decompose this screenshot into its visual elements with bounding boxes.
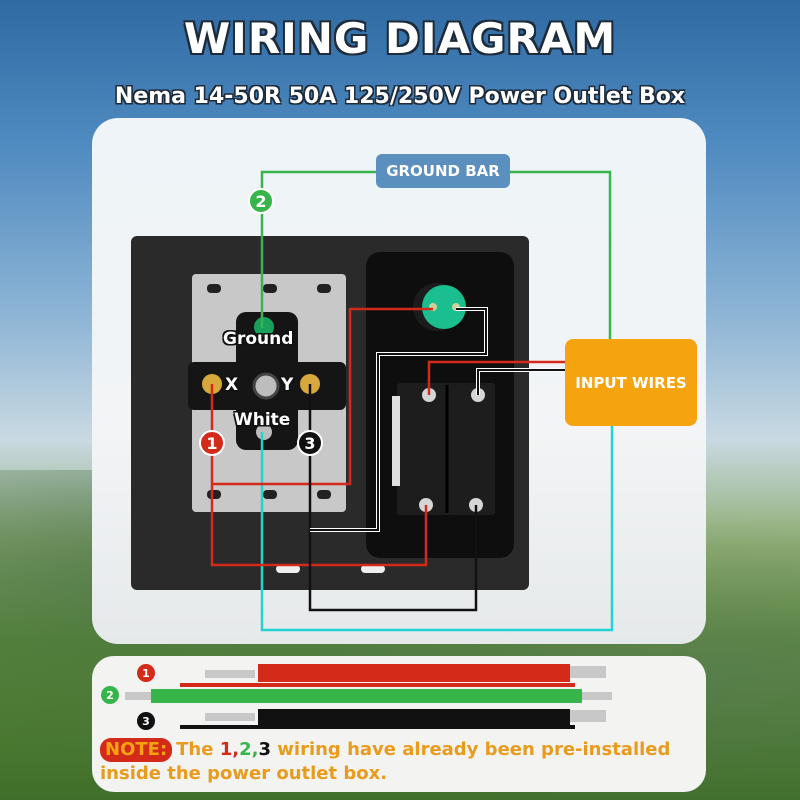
mount-slot: [207, 490, 221, 499]
ground-wire: [260, 170, 376, 328]
wire-2-stripped-right: [582, 692, 612, 700]
box-slot: [361, 565, 385, 573]
breaker-label: [392, 396, 400, 486]
mount-slot: [207, 284, 221, 293]
badge-2: 2: [248, 188, 274, 214]
note-n3: 3: [258, 739, 271, 760]
ground-screw: [254, 317, 274, 337]
wire-1-red: [210, 384, 428, 567]
wire-3-black: [308, 384, 478, 612]
wire-2-stripped-left: [125, 692, 151, 700]
white-screw: [256, 424, 272, 440]
center-hole: [252, 372, 280, 400]
wire-red-loop: [212, 307, 433, 486]
mount-slot: [317, 490, 331, 499]
note-tag: NOTE:: [100, 738, 173, 762]
x-terminal-label: X: [225, 375, 239, 395]
input-red: [427, 360, 565, 395]
box-slot: [276, 565, 300, 573]
wire-badge-3: 3: [137, 712, 155, 730]
mount-slot: [317, 284, 331, 293]
badge-3: 3: [297, 430, 323, 456]
ground-terminal-label: Ground: [223, 329, 294, 349]
note-n1: 1: [219, 739, 233, 760]
white-terminal-label: White: [234, 410, 291, 430]
wire-badge-1: 1: [137, 664, 155, 682]
indicator-return: [310, 308, 487, 531]
indicator-light: [422, 285, 466, 329]
wire-1-stripped-left: [205, 670, 255, 678]
note-prefix: The: [176, 739, 220, 760]
page-title: WIRING DIAGRAM: [183, 14, 617, 63]
note-suffix: wiring have already been pre-installed i…: [100, 739, 671, 784]
wire-3-stripped-right: [570, 710, 606, 722]
mount-slot: [263, 490, 277, 499]
wire-3-lead: [180, 725, 575, 729]
wire-1-sheath: [258, 664, 570, 682]
wire-2-sheath: [151, 689, 582, 703]
input-wires-label: INPUT WIRES: [565, 339, 697, 426]
input-black: [477, 369, 565, 395]
wire-1-lead: [180, 683, 575, 687]
ground-bar-label: GROUND BAR: [376, 154, 510, 188]
page-subtitle: Nema 14-50R 50A 125/250V Power Outlet Bo…: [114, 84, 686, 109]
wire-badge-2: 2: [101, 686, 119, 704]
mount-slot: [263, 284, 277, 293]
note-n2: 2: [239, 739, 252, 760]
wire-3-stripped-left: [205, 713, 255, 721]
wire-1-stripped-right: [570, 666, 606, 678]
note-sep1: ,: [232, 739, 240, 760]
note-text: NOTE:The 1,2,3 wiring have already been …: [100, 738, 700, 786]
ground-wire-bar: [510, 170, 612, 339]
neutral-wire: [260, 426, 614, 632]
y-terminal-label: Y: [281, 375, 294, 395]
badge-1: 1: [199, 430, 225, 456]
note-sep2: ,: [251, 739, 259, 760]
wire-3-sheath: [258, 709, 570, 725]
